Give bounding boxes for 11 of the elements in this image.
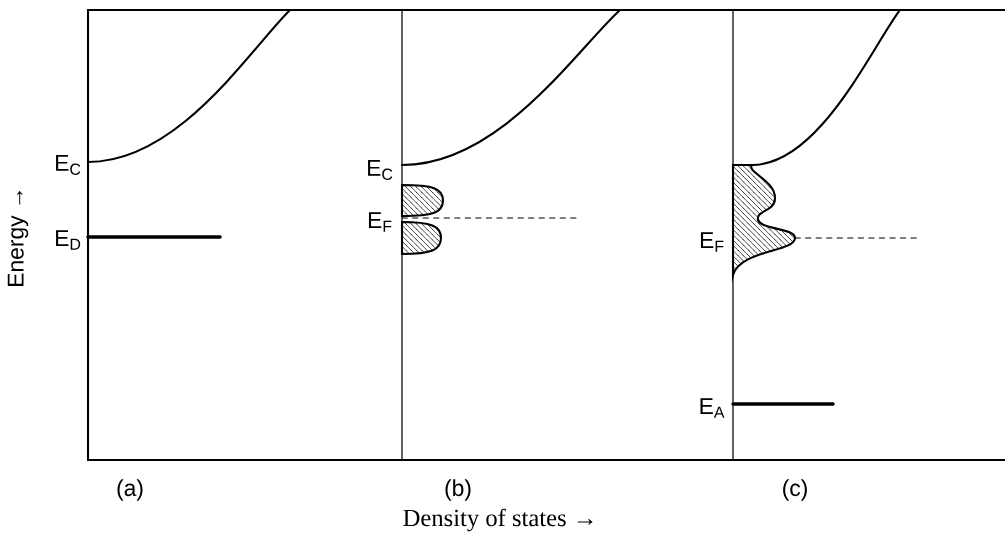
- energy-label: E$_{A}$: [700, 398, 725, 418]
- energy-label: E$_{F}$: [700, 232, 724, 252]
- panel-label: (b): [445, 479, 471, 501]
- panel-label: (a): [117, 479, 143, 501]
- energy-label: E$_{C}$: [56, 155, 81, 175]
- energy-label: E$_{C}$: [368, 160, 393, 180]
- panel-label: (c): [783, 479, 807, 501]
- axis-label: Energy →: [7, 190, 29, 286]
- energy-label: E$_{F}$: [368, 212, 392, 232]
- energy-label: E$_{D}$: [56, 230, 81, 250]
- axis-label: Density of states →: [403, 508, 593, 532]
